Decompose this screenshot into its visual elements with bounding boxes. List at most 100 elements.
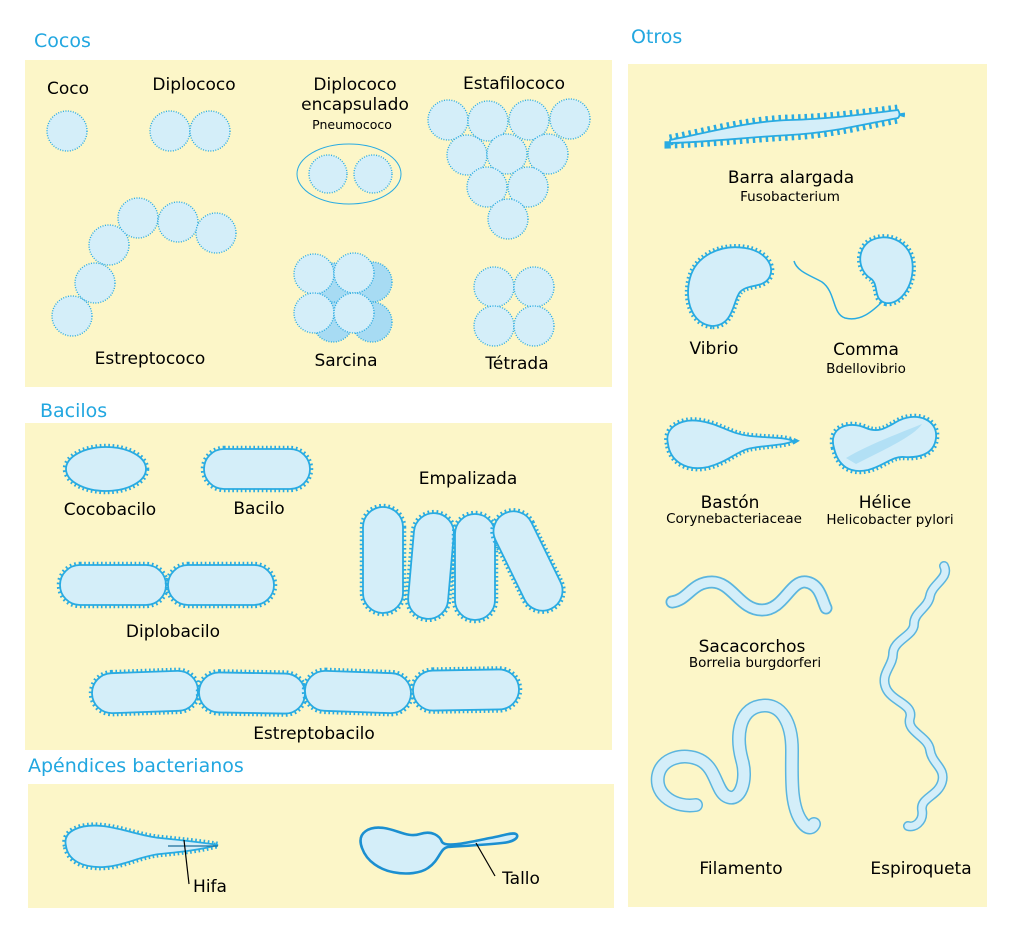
tetrada-shape <box>473 266 555 347</box>
estafilococo-label: Estafilococo <box>463 74 565 94</box>
cell-body <box>454 513 496 621</box>
comma-shape <box>793 237 913 320</box>
coccus-cell <box>51 295 93 337</box>
coccus-cell <box>513 266 555 308</box>
cell-body <box>167 564 275 606</box>
coccus-cell <box>88 224 130 266</box>
diplobacilo-label: Diplobacilo <box>126 622 220 642</box>
rod-cell <box>304 670 411 714</box>
diplococo-encapsulado-label-line2: encapsulado <box>301 95 409 115</box>
coccus-cell <box>333 292 375 334</box>
tallo-label: Tallo <box>501 869 540 889</box>
filamento-label: Filamento <box>699 859 782 879</box>
coccus-cell <box>467 100 509 142</box>
bacilos-heading: Bacilos <box>40 400 107 422</box>
coccus-cell <box>473 266 515 308</box>
coccus-cell <box>308 154 348 194</box>
bdellovibrio-example: Bdellovibrio <box>826 361 906 377</box>
coccus-cell <box>46 110 88 152</box>
sacacorchos-label: Sacacorchos <box>699 637 806 657</box>
barra-alargada-label: Barra alargada <box>728 168 854 188</box>
cell-body <box>405 510 457 622</box>
coccus-cell <box>507 166 549 208</box>
coccus-cell <box>549 98 591 140</box>
tallo-shape <box>359 826 519 875</box>
sarcina-shape <box>293 252 393 343</box>
coccus-cell <box>74 262 116 304</box>
helice-label: Hélice <box>859 493 912 513</box>
coccus-cell <box>353 154 393 194</box>
coccus-cell <box>527 133 569 175</box>
estreptococo-label: Estreptococo <box>95 349 206 369</box>
pneumococo-example: Pneumococo <box>312 117 392 132</box>
corynebacteriaceae-example: Corynebacteriaceae <box>666 511 802 527</box>
diplococo-label: Diplococo <box>152 75 235 95</box>
coco-shape <box>46 110 88 152</box>
coccus-cell <box>293 292 335 334</box>
hifa-label: Hifa <box>193 877 227 897</box>
estreptococo-shape <box>51 197 237 337</box>
coccus-cell <box>513 305 555 347</box>
fusobacterium-example: Fusobacterium <box>740 189 840 205</box>
diplococo-encapsulado-shape <box>296 143 402 205</box>
hifa-leader-line <box>183 839 190 885</box>
coccus-cell <box>333 252 375 294</box>
coccus-cell <box>466 166 508 208</box>
comma-label: Comma <box>833 340 899 360</box>
cell-body <box>59 564 167 606</box>
tetrada-label: Tétrada <box>484 354 548 374</box>
rod-cell <box>413 669 520 711</box>
cell-body <box>197 671 307 715</box>
rod-cell <box>168 565 274 605</box>
helicobacter-example: Helicobacter pylori <box>826 512 953 528</box>
rod-cell <box>406 511 455 620</box>
coccus-cell <box>189 110 231 152</box>
cell-body <box>203 448 311 490</box>
rod-cell <box>363 507 403 613</box>
cocobacilo-label: Cocobacilo <box>64 500 156 520</box>
espiroqueta-label: Espiroqueta <box>870 859 971 879</box>
coccus-cell <box>487 198 529 240</box>
empalizada-label: Empalizada <box>419 469 518 489</box>
estreptobacilo-label: Estreptobacilo <box>253 724 375 744</box>
rod-cell <box>60 565 166 605</box>
apendices-heading: Apéndices bacterianos <box>28 755 244 777</box>
coccus-cell <box>293 253 335 295</box>
cell-body <box>65 446 147 492</box>
diplococo-shape <box>149 110 231 152</box>
vibrio-label: Vibrio <box>690 339 739 359</box>
coccus-cell <box>195 212 237 254</box>
tallo-leader-line <box>475 842 496 877</box>
rod-cell <box>91 670 198 714</box>
helice-shape <box>833 417 936 471</box>
coccus-cell <box>157 201 199 243</box>
capsule-outline <box>296 143 402 205</box>
rod-cell <box>199 672 306 714</box>
otros-heading: Otros <box>631 26 682 48</box>
bacilo-shape <box>204 449 310 489</box>
cell-body <box>90 669 200 715</box>
otros-panel <box>628 64 987 907</box>
baston-label: Bastón <box>701 493 760 513</box>
cell-body <box>303 669 413 715</box>
coccus-cell <box>473 305 515 347</box>
cell-body <box>362 506 404 614</box>
borrelia-example: Borrelia burgdorferi <box>689 655 821 671</box>
coccus-cell <box>427 99 469 141</box>
coccus-cell <box>446 134 488 176</box>
diplococo-encapsulado-label-line1: Diplococo <box>313 75 396 95</box>
coco-label: Coco <box>47 79 89 99</box>
coccus-cell <box>486 133 528 175</box>
estafilococo-shape <box>427 98 591 240</box>
cocobacilo-shape <box>66 447 146 491</box>
cell-body <box>411 668 521 712</box>
rod-cell <box>455 514 495 620</box>
coccus-cell <box>117 197 159 239</box>
comma-flagellum <box>793 260 885 320</box>
helix-streak <box>846 424 922 464</box>
coccus-cell <box>508 99 550 141</box>
sarcina-label: Sarcina <box>314 351 377 371</box>
coccus-cell <box>149 110 191 152</box>
bacilo-label: Bacilo <box>233 499 284 519</box>
